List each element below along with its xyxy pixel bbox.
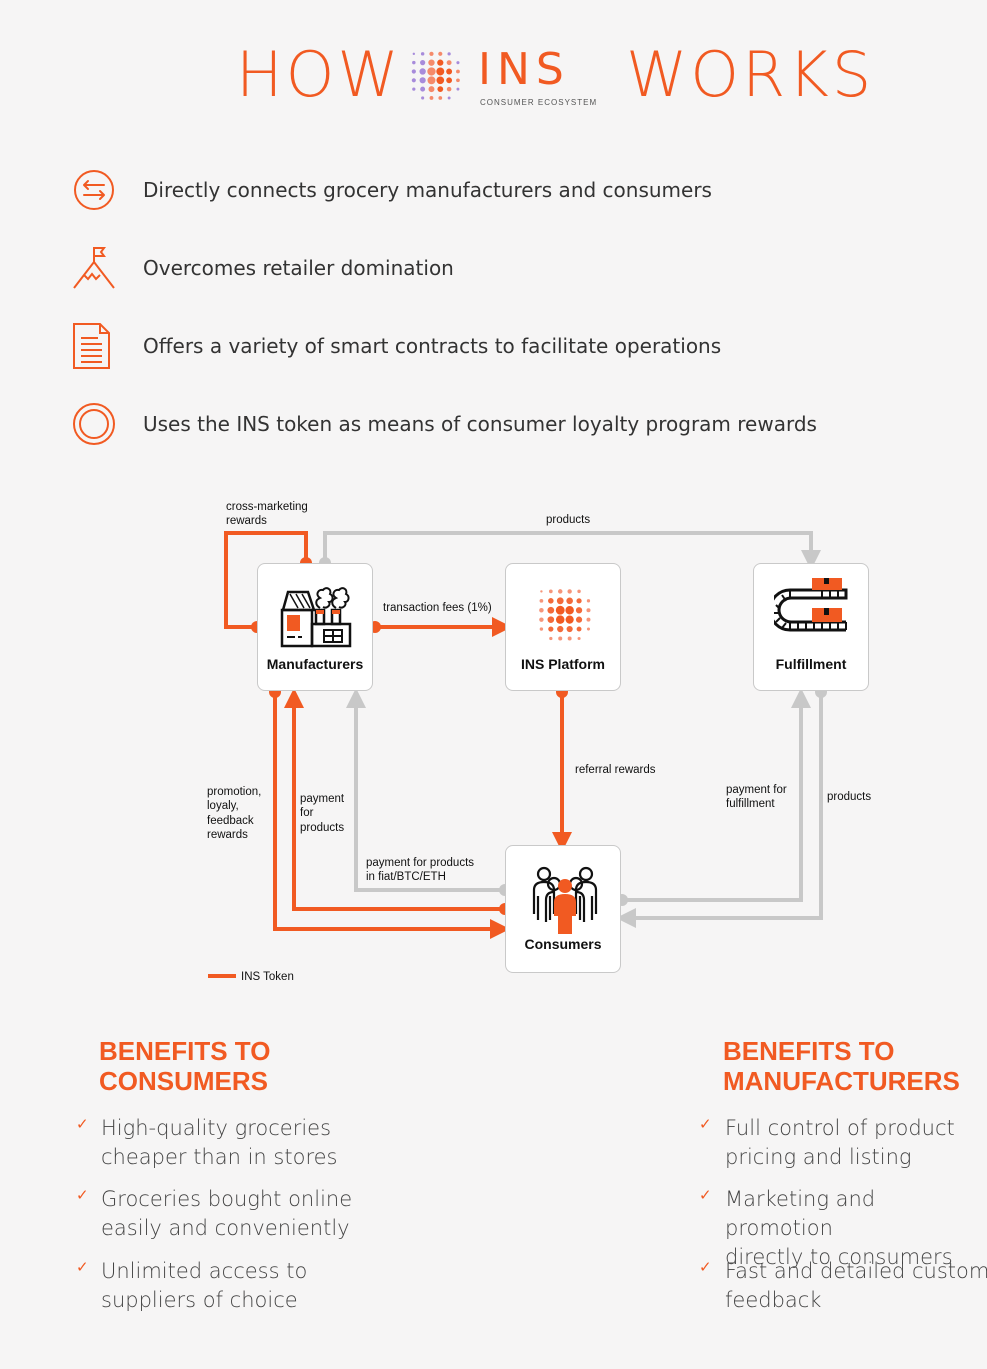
label-payment-products: payment for products bbox=[300, 793, 345, 834]
node-label-consumers: Consumers bbox=[524, 936, 602, 952]
ins-logo-icon bbox=[411, 51, 460, 100]
brand-name: INS bbox=[478, 44, 570, 95]
benefits-consumers-title: BENEFITS TO CONSUMERS bbox=[99, 1036, 271, 1096]
node-label-manufacturers: Manufacturers bbox=[266, 656, 364, 672]
edge-payment-products bbox=[284, 688, 505, 911]
edge-payment-fiat bbox=[346, 688, 505, 892]
label-promotion-rewards: promotion, loyaly, feedback rewards bbox=[207, 786, 262, 842]
feature-text-3: Offers a variety of smart contracts to f… bbox=[143, 334, 722, 358]
legend-label: INS Token bbox=[241, 971, 294, 983]
token-ring-icon bbox=[73, 403, 115, 445]
edge-payment-fulfillment bbox=[622, 688, 811, 902]
arrows-exchange-icon bbox=[74, 170, 114, 210]
people-group-icon bbox=[532, 866, 598, 934]
label-transaction-fees: transaction fees (1%) bbox=[383, 602, 492, 614]
ins-platform-icon bbox=[539, 589, 591, 641]
mountain-flag-icon bbox=[73, 247, 115, 289]
check-icon: ✓ bbox=[699, 1259, 712, 1276]
node-platform: INS Platform bbox=[505, 563, 621, 691]
node-consumers: Consumers bbox=[505, 845, 621, 973]
benefits-manufacturers-title: BENEFITS TO MANUFACTURERS bbox=[723, 1036, 960, 1096]
label-products-top: products bbox=[546, 514, 591, 526]
label-referral-rewards: referral rewards bbox=[575, 764, 656, 776]
edge-products-top bbox=[323, 531, 821, 570]
check-icon: ✓ bbox=[699, 1187, 712, 1204]
benefit-consumer-1: High-quality groceries cheaper than in s… bbox=[101, 1116, 338, 1169]
benefit-manufacturer-2: Marketing and promotion directly to cons… bbox=[725, 1187, 953, 1269]
node-fulfillment: Fulfillment bbox=[753, 563, 869, 691]
benefit-consumer-3: Unlimited access to suppliers of choice bbox=[101, 1259, 308, 1312]
check-icon: ✓ bbox=[699, 1116, 712, 1133]
check-icon: ✓ bbox=[76, 1259, 89, 1276]
label-payment-fulfillment: payment for fulfillment bbox=[726, 784, 787, 811]
flow-diagram bbox=[208, 531, 827, 978]
node-manufacturers: Manufacturers bbox=[257, 563, 373, 691]
label-products-right: products bbox=[827, 791, 872, 803]
edge-products-right bbox=[616, 692, 823, 928]
node-label-fulfillment: Fulfillment bbox=[775, 656, 847, 672]
brand-subtitle: CONSUMER ECOSYSTEM bbox=[480, 98, 598, 107]
label-cross-marketing: cross-marketing rewards bbox=[226, 501, 308, 528]
conveyor-boxes-icon bbox=[774, 578, 848, 632]
title-how: HOW bbox=[236, 38, 402, 111]
feature-text-4: Uses the INS token as means of consumer … bbox=[143, 412, 817, 436]
check-icon: ✓ bbox=[76, 1187, 89, 1204]
node-label-platform: INS Platform bbox=[520, 656, 605, 672]
benefit-consumer-2: Groceries bought online easily and conve… bbox=[101, 1187, 353, 1240]
feature-text-2: Overcomes retailer domination bbox=[143, 256, 454, 280]
document-icon bbox=[73, 323, 110, 369]
benefit-manufacturer-3: Fast and detailed customer feedback bbox=[725, 1259, 987, 1312]
benefit-manufacturer-1: Full control of product pricing and list… bbox=[725, 1116, 955, 1169]
feature-text-1: Directly connects grocery manufacturers … bbox=[143, 178, 712, 202]
edge-cross-marketing bbox=[224, 531, 308, 629]
edge-promotion-rewards bbox=[273, 692, 510, 939]
check-icon: ✓ bbox=[76, 1116, 89, 1133]
factory-icon bbox=[280, 587, 352, 648]
label-payment-fiat: payment for products in fiat/BTC/ETH bbox=[366, 857, 475, 884]
title-works: WORKS bbox=[626, 38, 875, 111]
